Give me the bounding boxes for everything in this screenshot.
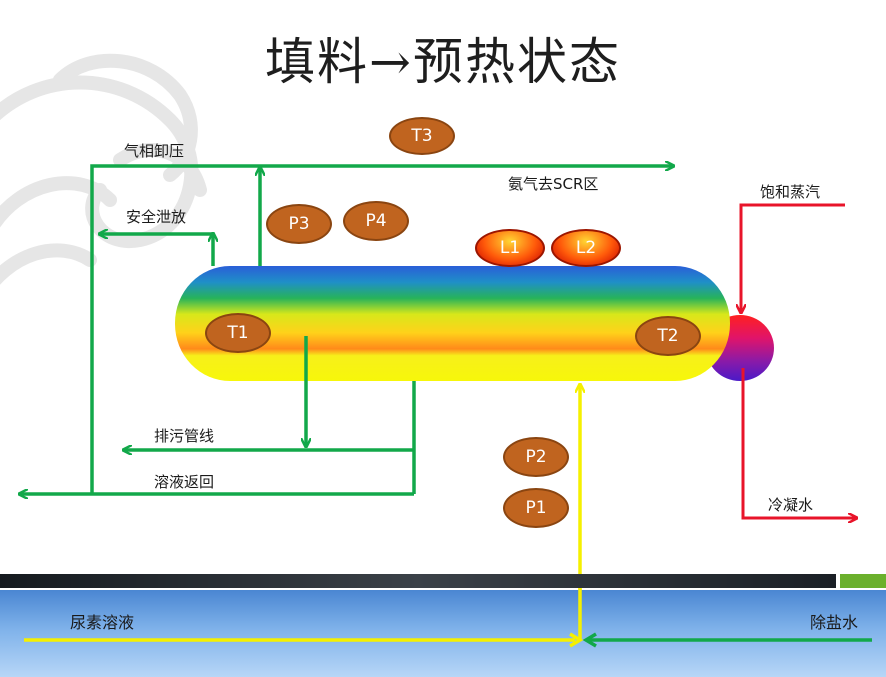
instrument-t3: T3 bbox=[389, 117, 455, 155]
condensate-line bbox=[741, 368, 856, 518]
label-demin-water: 除盐水 bbox=[810, 613, 859, 632]
label-safety-release: 安全泄放 bbox=[126, 208, 187, 226]
bottom-band bbox=[0, 590, 886, 677]
instrument-p4: P4 bbox=[343, 201, 409, 241]
page-title: 填料→预热状态 bbox=[265, 33, 621, 91]
red-lines bbox=[741, 203, 856, 518]
level-gauge-l2: L2 bbox=[551, 229, 621, 267]
dark-stripe bbox=[0, 574, 836, 588]
instrument-t2: T2 bbox=[635, 316, 701, 356]
green-stripe bbox=[840, 574, 886, 588]
instrument-p3: P3 bbox=[266, 204, 332, 244]
label-condensate: 冷凝水 bbox=[768, 496, 814, 514]
label-urea-solution: 尿素溶液 bbox=[70, 613, 135, 632]
label-gas-unload: 气相卸压 bbox=[124, 142, 185, 160]
storage-tank bbox=[175, 266, 730, 381]
instrument-p1: P1 bbox=[503, 488, 569, 528]
label-sewage-line: 排污管线 bbox=[154, 427, 215, 445]
gas-unload-line bbox=[90, 166, 673, 493]
label-ammonia-scr: 氨气去SCR区 bbox=[508, 175, 599, 193]
instrument-p2: P2 bbox=[503, 437, 569, 477]
label-saturated-steam: 饱和蒸汽 bbox=[760, 183, 821, 201]
saturated-steam-line bbox=[741, 203, 845, 312]
label-solution-return: 溶液返回 bbox=[154, 473, 215, 491]
instrument-t1: T1 bbox=[205, 313, 271, 353]
level-gauge-l1: L1 bbox=[475, 229, 545, 267]
